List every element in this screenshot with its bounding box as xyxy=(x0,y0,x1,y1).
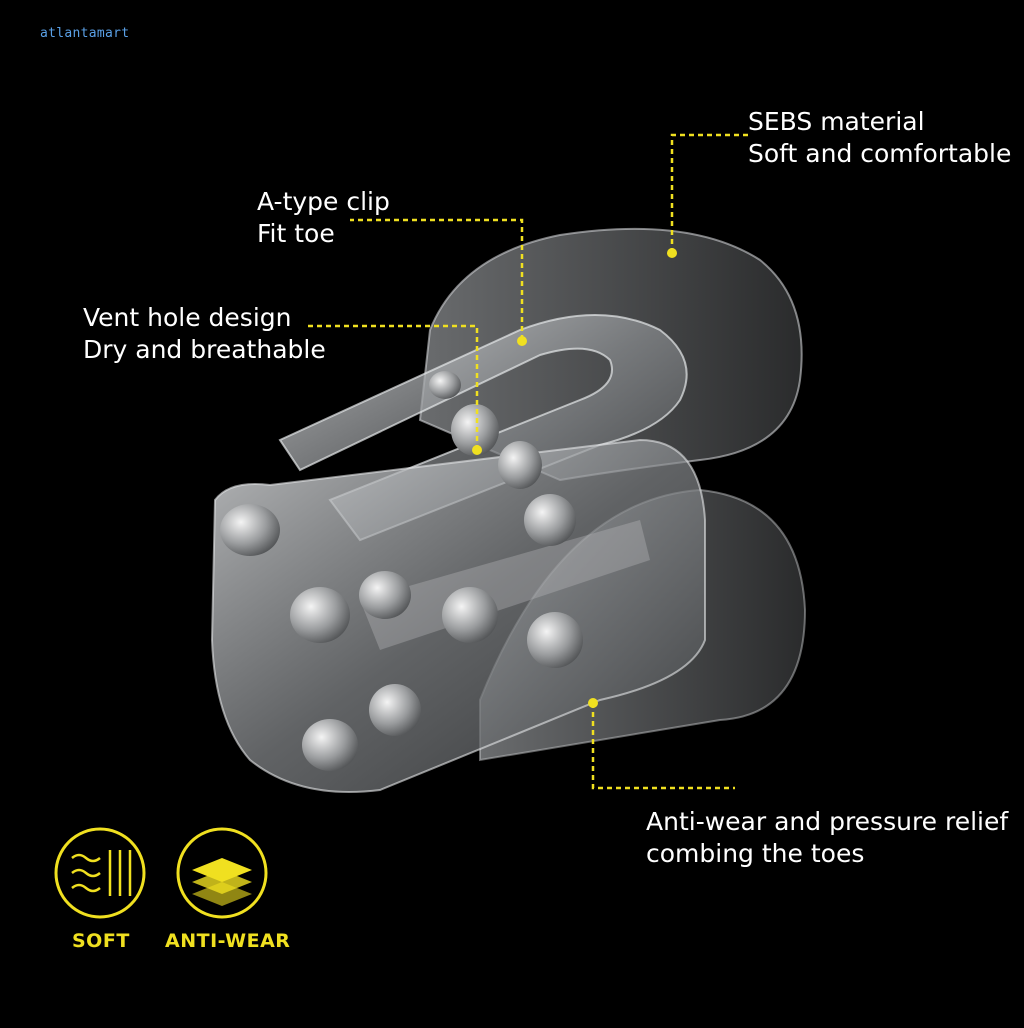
soft-badge xyxy=(54,827,146,919)
soft-badge-label: SOFT xyxy=(72,930,130,952)
callout-anti-line1: Anti-wear and pressure relief xyxy=(646,807,1009,836)
callout-vent-line1: Vent hole design xyxy=(83,303,292,332)
body-ridge xyxy=(360,520,650,650)
callout-anti-line2: combing the toes xyxy=(646,839,865,868)
callout-anti-wear: Anti-wear and pressure relief combing th… xyxy=(646,806,1008,870)
antiwear-badge-label: ANTI-WEAR xyxy=(165,930,291,952)
callout-vent-hole: Vent hole design Dry and breathable xyxy=(83,302,326,366)
callout-leaders xyxy=(305,133,748,790)
callout-a-type-clip: A-type clip Fit toe xyxy=(257,186,390,250)
callout-vent-line2: Dry and breathable xyxy=(83,335,326,364)
callout-dots xyxy=(472,248,677,708)
callout-clip-line1: A-type clip xyxy=(257,187,390,216)
callout-sebs-material: SEBS material Soft and comfortable xyxy=(748,106,1011,170)
callout-sebs-line2: Soft and comfortable xyxy=(748,139,1012,168)
waves-soft-icon xyxy=(71,850,132,896)
massage-bumps xyxy=(220,371,583,771)
watermark: atlantamart xyxy=(40,26,130,41)
callout-sebs-line1: SEBS material xyxy=(748,107,925,136)
callout-clip-line2: Fit toe xyxy=(257,219,335,248)
layers-icon xyxy=(192,858,252,906)
antiwear-badge xyxy=(176,827,268,919)
